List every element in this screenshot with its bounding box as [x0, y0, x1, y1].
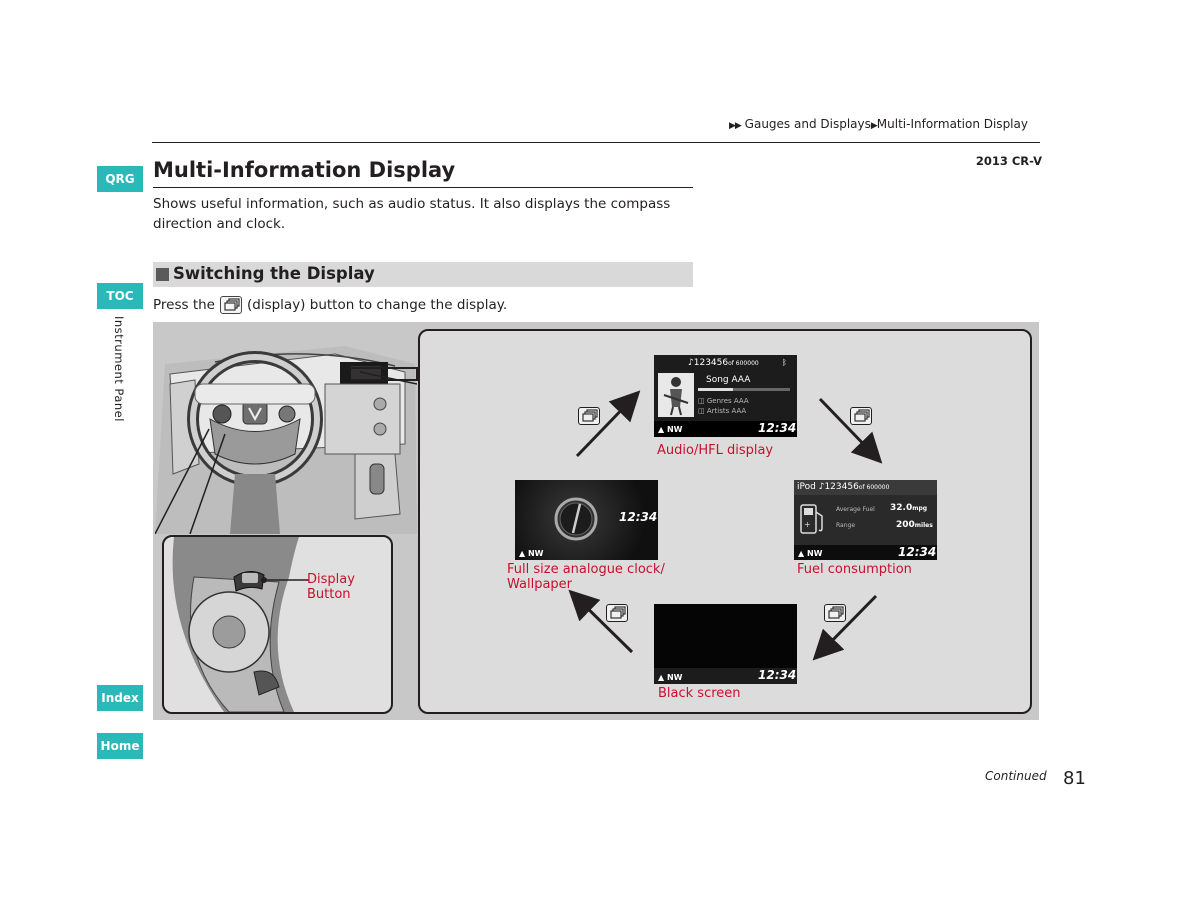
fuel-average-number: 32.0 [890, 503, 913, 513]
compass-arrow-icon: ▲ [519, 549, 528, 558]
compass-text: NW [666, 673, 683, 682]
callout-connector [350, 367, 418, 381]
continued-label: Continued [985, 769, 1047, 783]
breadcrumb-arrow-icon: ▶ [870, 121, 878, 131]
compass-readout: ▲ NW [519, 549, 543, 558]
fuel-consumption-screen: iPod ♪123456of 600000 + Average Fuel 32.… [794, 480, 937, 560]
display-button-icon [606, 604, 628, 622]
compass-text: NW [527, 549, 544, 558]
breadcrumb: ▶▶ Gauges and Displays▶Multi-Information… [729, 117, 1028, 131]
compass-readout: ▲ NW [658, 425, 682, 434]
compass-arrow-icon: ▲ [658, 425, 667, 434]
breadcrumb-link-mid[interactable]: Multi-Information Display [876, 117, 1028, 131]
compass-readout: ▲ NW [658, 673, 682, 682]
dashboard-illustration [155, 346, 417, 534]
fuel-average-value: 32.0mpg [890, 503, 927, 513]
cycle-arrows [568, 390, 883, 661]
compass-arrow-icon: ▲ [658, 673, 667, 682]
instruction-text: Press the (display) button to change the… [153, 296, 507, 314]
analogue-clock-screen: 12:34 ▲ NW [515, 480, 658, 560]
title-rule [153, 187, 693, 188]
display-button-icon [824, 604, 846, 622]
artist-icon: ◫ [698, 407, 707, 415]
audio-progress-bar [698, 388, 790, 391]
nav-qrg-button[interactable]: QRG [97, 166, 143, 192]
arrow-clock-to-audio [575, 390, 641, 458]
audio-hfl-screen: ♪123456of 600000 ᛒ Song AAA ◫ Genres AAA… [654, 355, 797, 437]
audio-track-of: of 600000 [728, 360, 759, 367]
album-art [658, 373, 694, 417]
audio-genre: ◫ Genres AAA [698, 397, 749, 405]
instruction-prefix: Press the [153, 297, 215, 313]
bluetooth-icon: ᛒ [782, 358, 787, 367]
instruction-suffix: (display) button to change the display. [246, 297, 508, 313]
compass-readout: ▲ NW [798, 549, 822, 558]
section-title: Switching the Display [173, 264, 375, 283]
display-button-label-line1: Display [307, 572, 355, 587]
fuel-header: iPod ♪123456of 600000 [797, 482, 889, 492]
compass-text: NW [806, 549, 823, 558]
page-number: 81 [1063, 768, 1086, 789]
audio-song: Song AAA [706, 375, 751, 385]
clock-readout: 12:34 [758, 668, 797, 682]
fuel-pump-icon: + [800, 502, 826, 540]
model-label: 2013 CR-V [975, 154, 1042, 168]
fuel-range-label: Range [836, 522, 856, 529]
caption-audio: Audio/HFL display [657, 443, 774, 458]
fuel-range-unit: miles [914, 522, 933, 529]
fuel-average-unit: mpg [912, 505, 928, 512]
clock-readout: 12:34 [619, 510, 658, 524]
black-screen: ▲ NW 12:34 [654, 604, 797, 684]
compass-arrow-icon: ▲ [798, 549, 807, 558]
steering-controls-illustration [172, 537, 309, 712]
intro-text: Shows useful information, such as audio … [153, 196, 671, 232]
note-icon: ♪ [688, 358, 694, 368]
caption-clock-line1: Full size analogue clock/ [507, 562, 665, 577]
nav-index-button[interactable]: Index [97, 685, 143, 711]
analogue-clock-face [554, 497, 598, 541]
header-rule [152, 142, 1040, 143]
breadcrumb-link-gauges[interactable]: Gauges and Displays [744, 117, 871, 131]
audio-track: ♪123456of 600000 [688, 358, 759, 368]
fuel-range-number: 200 [896, 520, 915, 530]
chapter-label: Instrument Panel [112, 316, 126, 422]
fuel-average-label: Average Fuel [836, 506, 875, 513]
fuel-source: iPod [797, 482, 816, 492]
arrow-audio-to-fuel [818, 397, 883, 464]
note-icon: ♪ [818, 482, 825, 492]
svg-text:+: + [804, 520, 811, 529]
clock-readout: 12:34 [758, 421, 797, 435]
nav-toc-button[interactable]: TOC [97, 283, 143, 309]
caption-black: Black screen [658, 686, 741, 701]
arrow-black-to-clock [568, 589, 634, 654]
clock-readout: 12:34 [898, 545, 937, 559]
steering-inset [162, 535, 393, 714]
audio-artist-text: Artists AAA [706, 407, 747, 415]
page-title: Multi-Information Display [153, 158, 456, 182]
audio-genre-text: Genres AAA [706, 397, 749, 405]
caption-clock-line2: Wallpaper [507, 577, 573, 592]
breadcrumb-arrow-icon: ▶▶ [729, 121, 742, 131]
display-button-label: Display Button [307, 572, 355, 602]
genre-icon: ◫ [698, 397, 707, 405]
display-button-icon [578, 407, 600, 425]
audio-track-number: 123456 [693, 358, 729, 368]
nav-home-button[interactable]: Home [97, 733, 143, 759]
caption-fuel: Fuel consumption [797, 562, 912, 577]
display-button-label-line2: Button [307, 587, 351, 602]
audio-artist: ◫ Artists AAA [698, 407, 746, 415]
fuel-track-number: 123456 [824, 482, 859, 492]
arrow-fuel-to-black [812, 594, 878, 661]
section-header-bar [153, 262, 693, 287]
compass-text: NW [666, 425, 683, 434]
fuel-range-value: 200miles [896, 520, 933, 530]
section-marker-icon [156, 268, 169, 281]
display-button-icon [850, 407, 872, 425]
display-button-icon [219, 296, 242, 314]
caption-clock: Full size analogue clock/ Wallpaper [507, 562, 665, 592]
fuel-track-of: of 600000 [858, 484, 890, 491]
